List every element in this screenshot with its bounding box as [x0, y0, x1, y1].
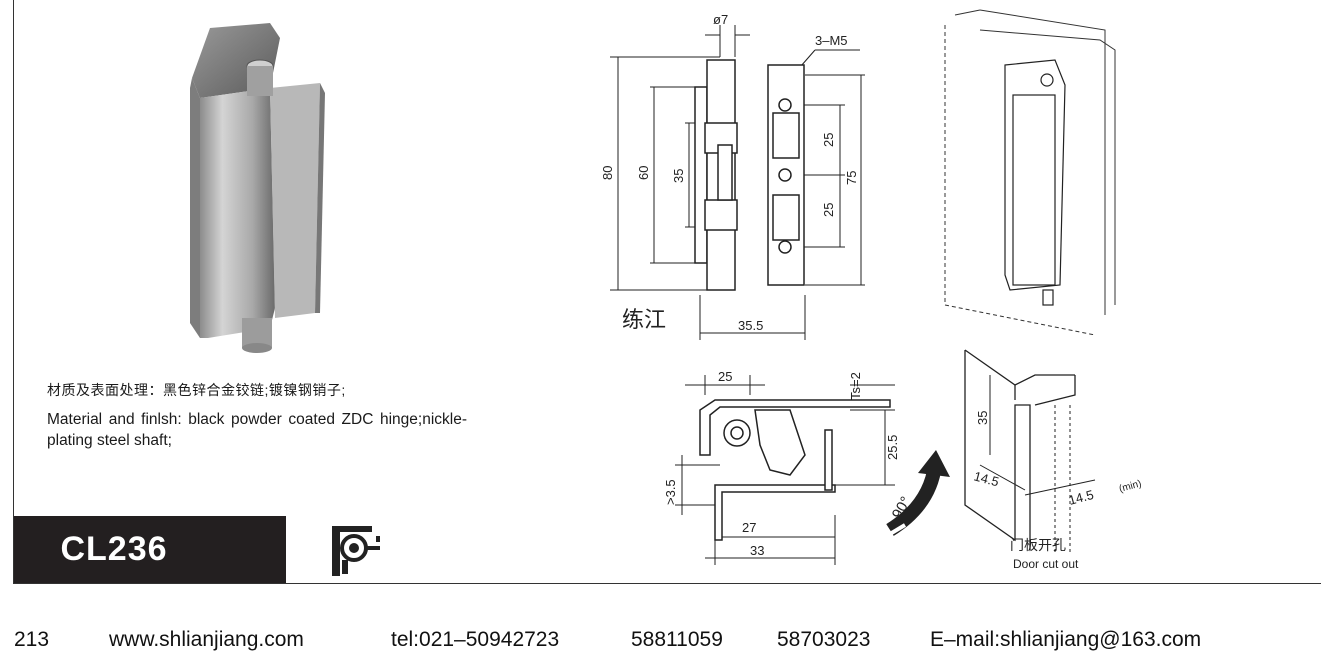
dim-min-note: (min)	[1118, 478, 1143, 495]
dim-pin-diameter: ø7	[713, 12, 728, 27]
telephone-primary: tel:021–50942723	[391, 628, 560, 651]
telephone-tertiary: 58703023	[777, 628, 871, 651]
cutout-title-en: Door cut out	[1013, 557, 1079, 571]
dim-leaf-height: 75	[844, 171, 859, 185]
dim-outer-width: 33	[750, 543, 764, 558]
product-image	[190, 23, 325, 353]
cutout-title-cn: 门板开孔	[1010, 537, 1066, 553]
dim-hole-pitch-lower: 25	[821, 203, 836, 217]
dim-min-offset: >3.5	[663, 479, 678, 505]
dim-cutout-height: 35	[975, 411, 990, 425]
model-banner: CL236	[14, 516, 286, 583]
dim-inner-height: 35	[671, 169, 686, 183]
top-view-drawing: 25 Ts=2 25.5 >3.5 27 33 90°	[663, 369, 950, 565]
model-code: CL236	[60, 530, 168, 568]
dim-width: 35.5	[738, 318, 763, 333]
dim-total-height: 80	[600, 166, 615, 180]
material-description-en: Material and finlsh: black powder coated…	[47, 411, 467, 449]
material-description-cn: 材质及表面处理：黑色锌合金铰链;镀镍钢销子;	[47, 382, 346, 398]
page-number: 213	[14, 628, 50, 651]
email-link[interactable]: E–mail:shlianjiang@163.com	[930, 628, 1202, 651]
dim-top-leaf: 25	[718, 369, 732, 384]
frame-bottom-border	[13, 583, 1321, 584]
dim-mounting-height: 60	[636, 166, 651, 180]
front-view-drawing: ø7 3–M5 80 60 35 25 25 75 35.5 练江	[600, 12, 865, 340]
door-cutout-drawing: 35 14.5 14.5 (min) 门板开孔 Door cut out	[964, 349, 1143, 571]
brand-mark: 练江	[622, 307, 666, 332]
dim-plate-thickness: Ts=2	[848, 372, 863, 400]
mounted-view-drawing	[944, 9, 1116, 335]
website-link[interactable]: www.shlianjiang.com	[109, 628, 304, 651]
dim-hole-pitch-upper: 25	[821, 133, 836, 147]
dim-cutout-width-left: 14.5	[972, 468, 1000, 489]
telephone-secondary: 58811059	[631, 628, 723, 651]
dim-cutout-width-right: 14.5	[1067, 487, 1095, 508]
hinge-type-icon	[332, 526, 380, 576]
dim-inner-width: 27	[742, 520, 756, 535]
dim-hole-callout: 3–M5	[815, 33, 848, 48]
frame-left-border	[13, 0, 14, 584]
dim-depth: 25.5	[885, 435, 900, 460]
